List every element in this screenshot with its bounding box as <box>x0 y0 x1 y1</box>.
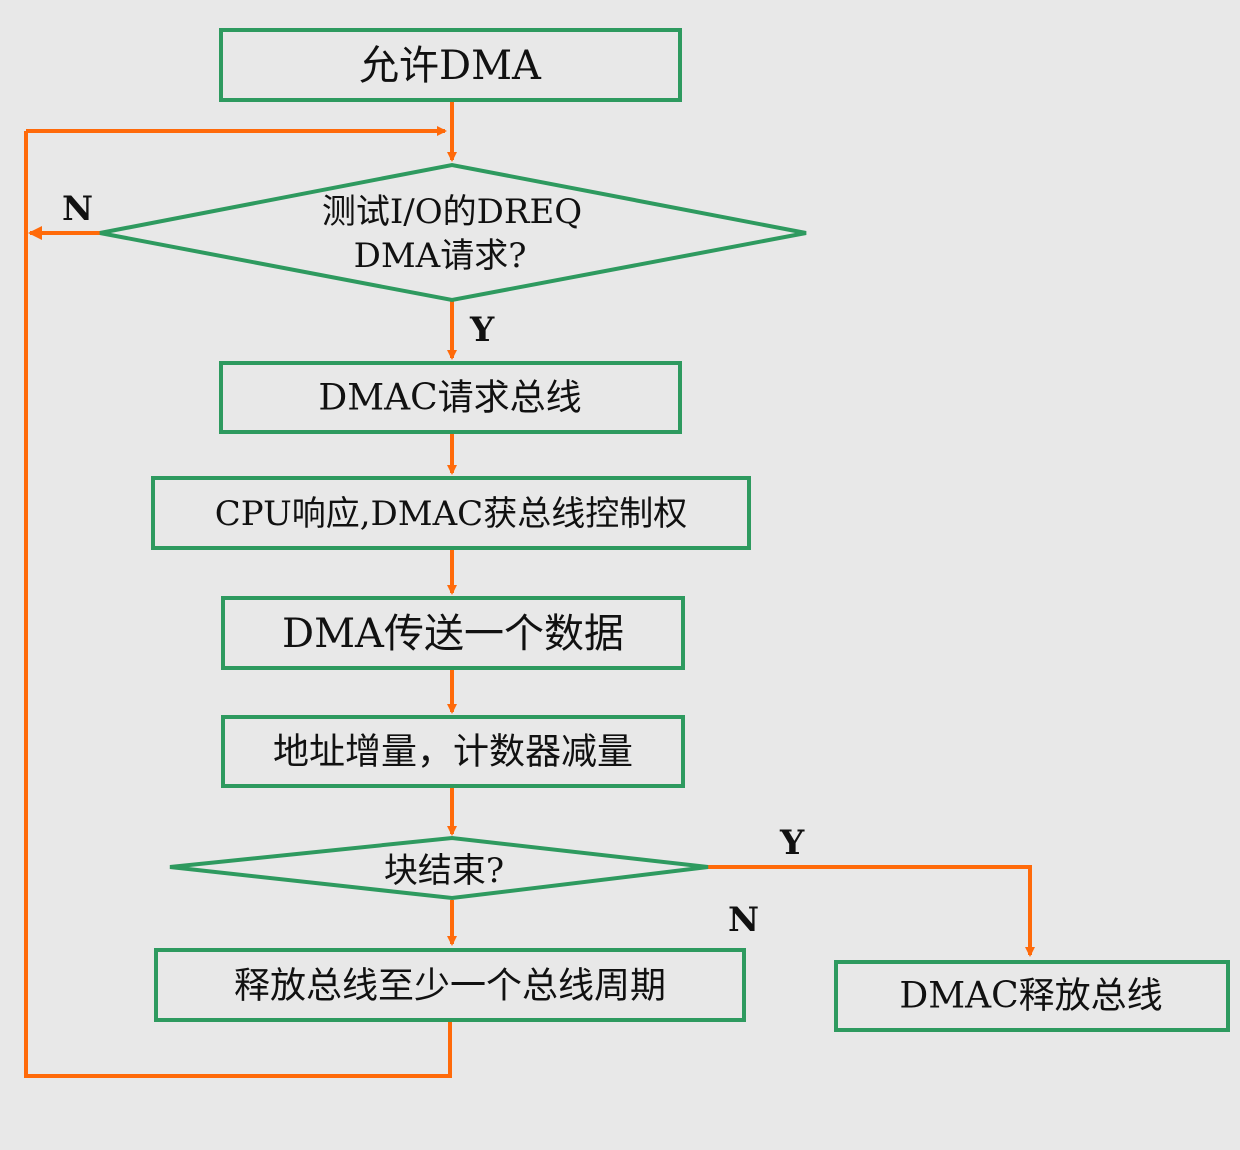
edge-label-dreq-yes: Y <box>469 310 495 350</box>
node-dmac-request-bus <box>219 361 682 434</box>
node-addr-counter <box>221 715 685 788</box>
node-release-one-cycle-label: 释放总线至少一个总线周期 <box>234 966 666 1007</box>
node-allow-dma-label: 允许DMA <box>359 43 542 89</box>
edge-label-block-no: N <box>728 900 759 940</box>
edge-label-dreq-no: N <box>62 189 93 229</box>
node-test-dreq-label-2: DMA请求? <box>354 236 527 276</box>
node-dma-transfer <box>221 596 685 670</box>
node-cpu-response-label: CPU响应,DMAC获总线控制权 <box>215 494 687 534</box>
node-release-one-cycle <box>154 948 746 1022</box>
node-dmac-release-bus-label: DMAC释放总线 <box>899 976 1162 1017</box>
node-cpu-response <box>151 476 751 550</box>
edge-label-block-yes: Y <box>779 823 805 863</box>
edge-block-yes <box>708 865 1035 957</box>
node-test-dreq-label-1: 测试I/O的DREQ <box>322 192 582 232</box>
node-block-end <box>169 835 709 901</box>
node-test-dreq <box>99 162 807 303</box>
arrow-dreq-no-head <box>28 226 42 240</box>
node-dmac-request-bus-label: DMAC请求总线 <box>318 378 581 419</box>
node-addr-counter-label: 地址增量，计数器减量 <box>273 732 633 773</box>
node-dmac-release-bus <box>834 960 1230 1032</box>
node-allow-dma <box>219 28 682 102</box>
node-dma-transfer-label: DMA传送一个数据 <box>282 611 624 657</box>
connectors <box>24 100 1035 1078</box>
node-block-end-label: 块结束? <box>384 851 504 891</box>
